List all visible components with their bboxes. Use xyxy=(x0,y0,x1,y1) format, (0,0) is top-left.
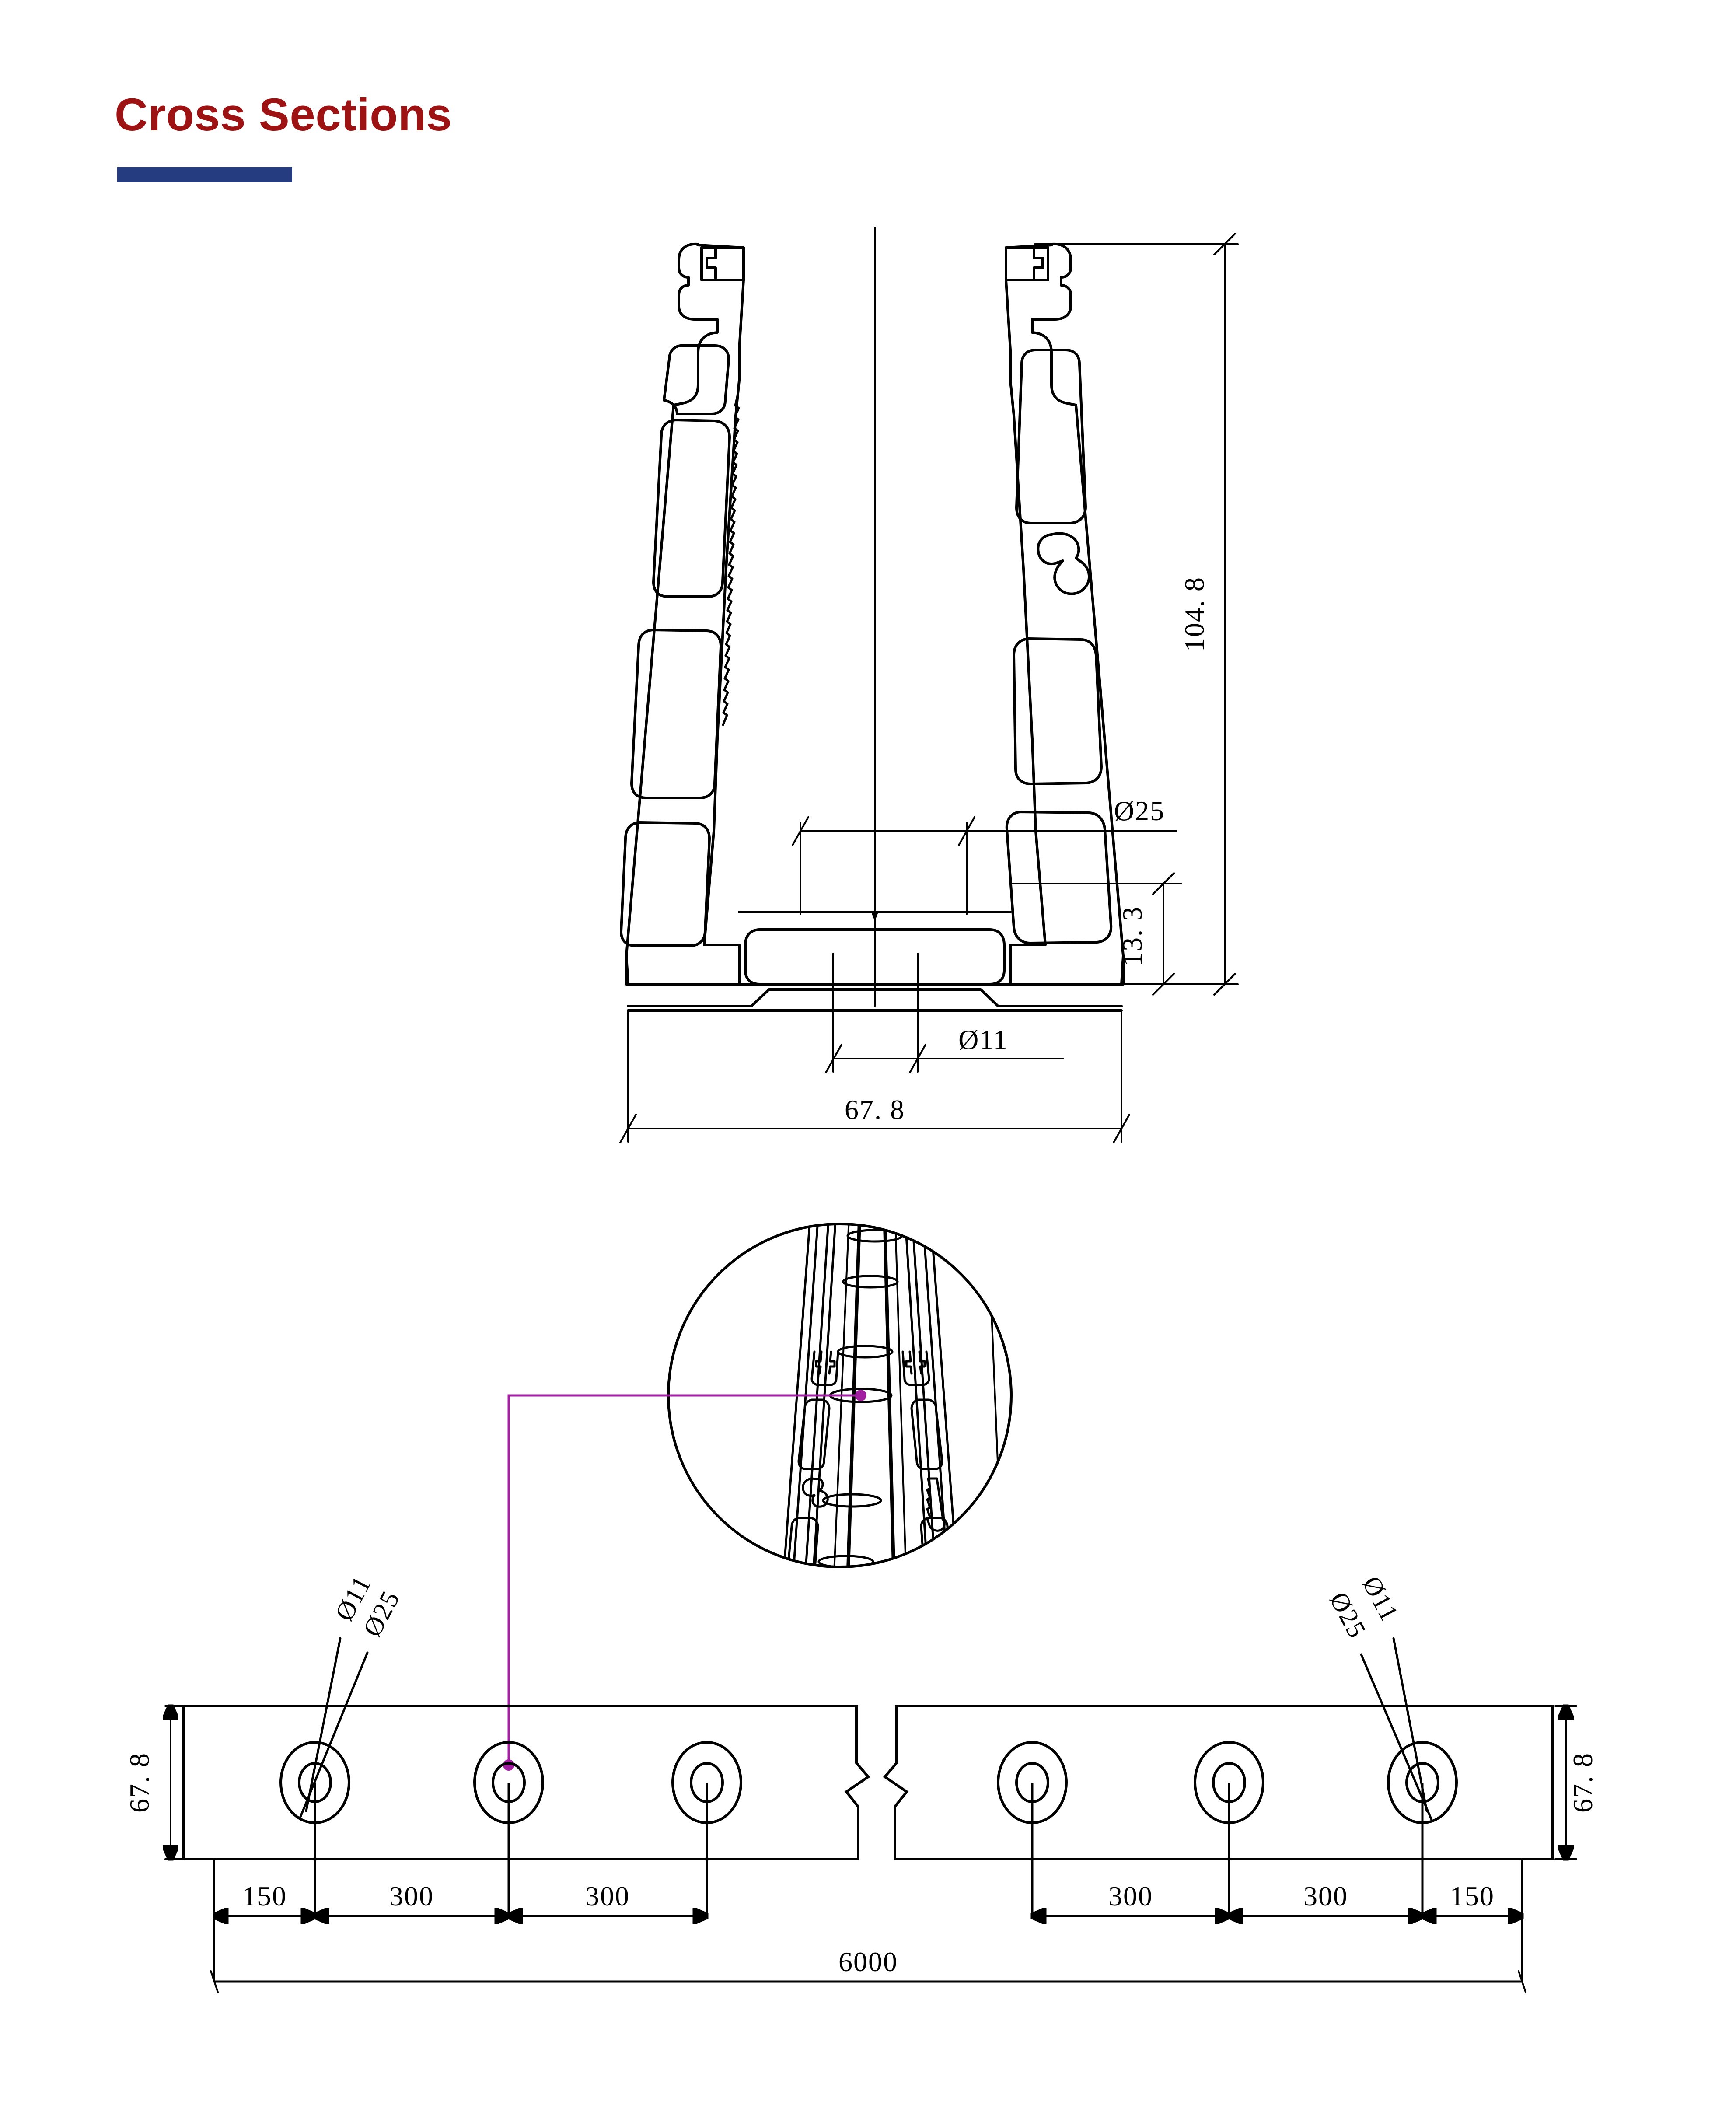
left-chamber-1 xyxy=(652,419,731,598)
base-bottom-edge xyxy=(627,988,1123,1007)
section-base-group xyxy=(625,911,1125,1012)
right-head-slot xyxy=(1005,246,1049,281)
left-head-slot xyxy=(700,246,745,281)
iso-right-rail-outer xyxy=(929,1224,959,1567)
callout-r-d11-leader xyxy=(1392,1637,1428,1812)
iso-right-rail-inner2 xyxy=(910,1224,937,1567)
right-chamber-3 xyxy=(1005,811,1113,944)
dim-plan-right-h-label: 67. 8 xyxy=(1567,1752,1598,1813)
detail-leader-anchor-dot xyxy=(855,1390,866,1401)
iso-left-cell-bulb xyxy=(802,1477,829,1508)
iso-right-cell-3 xyxy=(925,1592,961,1645)
page-title: Cross Sections xyxy=(115,89,452,140)
dim-104-tick-top xyxy=(1213,233,1236,255)
callout-l-d11-leader xyxy=(305,1637,342,1812)
dim-300-left2-label: 300 xyxy=(585,1881,630,1912)
iso-base-line-4 xyxy=(894,1224,907,1567)
detail-leader-group xyxy=(503,1390,866,1771)
base-centre-notch xyxy=(871,911,878,919)
dim-d25-label: Ø25 xyxy=(1114,795,1165,826)
right-chamber-2 xyxy=(1013,637,1103,785)
base-inner-cavity xyxy=(744,928,1006,986)
plan-left-body xyxy=(182,1705,870,1860)
dim-104-label: 104. 8 xyxy=(1179,577,1210,652)
iso-hole-1 xyxy=(846,1229,903,1243)
plan-dimension-group: 67. 8 67. 8 150 300 300 300 300 150 6000 xyxy=(124,1706,1598,1993)
dim-300-left1-label: 300 xyxy=(389,1881,434,1912)
iso-hole-3 xyxy=(837,1345,894,1359)
iso-right-cell-2 xyxy=(920,1517,953,1567)
iso-base-line-3 xyxy=(883,1224,896,1567)
dim-133-tick-bot xyxy=(1152,973,1175,996)
section-dimension-group: 104. 8 13. 3 Ø25 Ø11 67. 8 xyxy=(619,233,1239,1143)
plan-right-holes xyxy=(997,1741,1458,1916)
plan-view-group xyxy=(182,1705,1554,1916)
detail-leader-target-dot xyxy=(503,1759,514,1771)
dim-150-left-label: 150 xyxy=(242,1881,287,1912)
dim-678-label: 67. 8 xyxy=(845,1094,905,1125)
iso-right-cell-serr xyxy=(926,1477,946,1532)
iso-left-head xyxy=(810,1350,839,1386)
dim-d11-label: Ø11 xyxy=(958,1024,1008,1055)
plan-right-body xyxy=(883,1705,1554,1860)
dim-300-right2-label: 300 xyxy=(1303,1881,1348,1912)
iso-hole-2 xyxy=(842,1275,899,1289)
plan-callout-group: Ø11 Ø25 Ø25 Ø11 xyxy=(298,1571,1432,1820)
left-bulb-cavity xyxy=(663,344,730,415)
left-chamber-2 xyxy=(630,629,722,799)
dim-6000-label: 6000 xyxy=(838,1946,898,1977)
callout-r-d25-leader xyxy=(1360,1653,1432,1820)
dim-plan-left-h-label: 67. 8 xyxy=(124,1752,155,1813)
iso-hole-6 xyxy=(817,1555,874,1567)
dim-133-label: 13. 3 xyxy=(1117,906,1148,966)
right-chamber-1 xyxy=(1015,349,1087,524)
plan-left-holes xyxy=(279,1741,742,1916)
dim-300-right1-label: 300 xyxy=(1108,1881,1153,1912)
iso-right-cell-1 xyxy=(910,1398,943,1470)
right-wall-outline xyxy=(1005,242,1125,986)
detail-leader-line xyxy=(507,1394,861,1765)
iso-left-cell-3 xyxy=(778,1592,814,1645)
iso-left-cell-2 xyxy=(786,1517,819,1567)
dim-6000-tick-r xyxy=(1518,1970,1526,1993)
left-serration-ridges xyxy=(722,395,740,726)
dim-150-right-label: 150 xyxy=(1450,1881,1495,1912)
dim-6000-tick-l xyxy=(210,1970,219,1993)
left-chamber-3 xyxy=(620,821,711,947)
iso-left-cell-1 xyxy=(797,1398,831,1470)
right-bulb-cavity xyxy=(1037,532,1091,595)
detail-view-group xyxy=(667,1223,1013,1645)
left-wall-outline xyxy=(625,242,745,986)
iso-hole-5 xyxy=(822,1493,882,1508)
iso-right-head xyxy=(901,1350,930,1386)
section-view-group xyxy=(620,227,1125,1007)
title-underline-rule xyxy=(117,167,292,182)
callout-l-d25-leader xyxy=(298,1651,369,1820)
